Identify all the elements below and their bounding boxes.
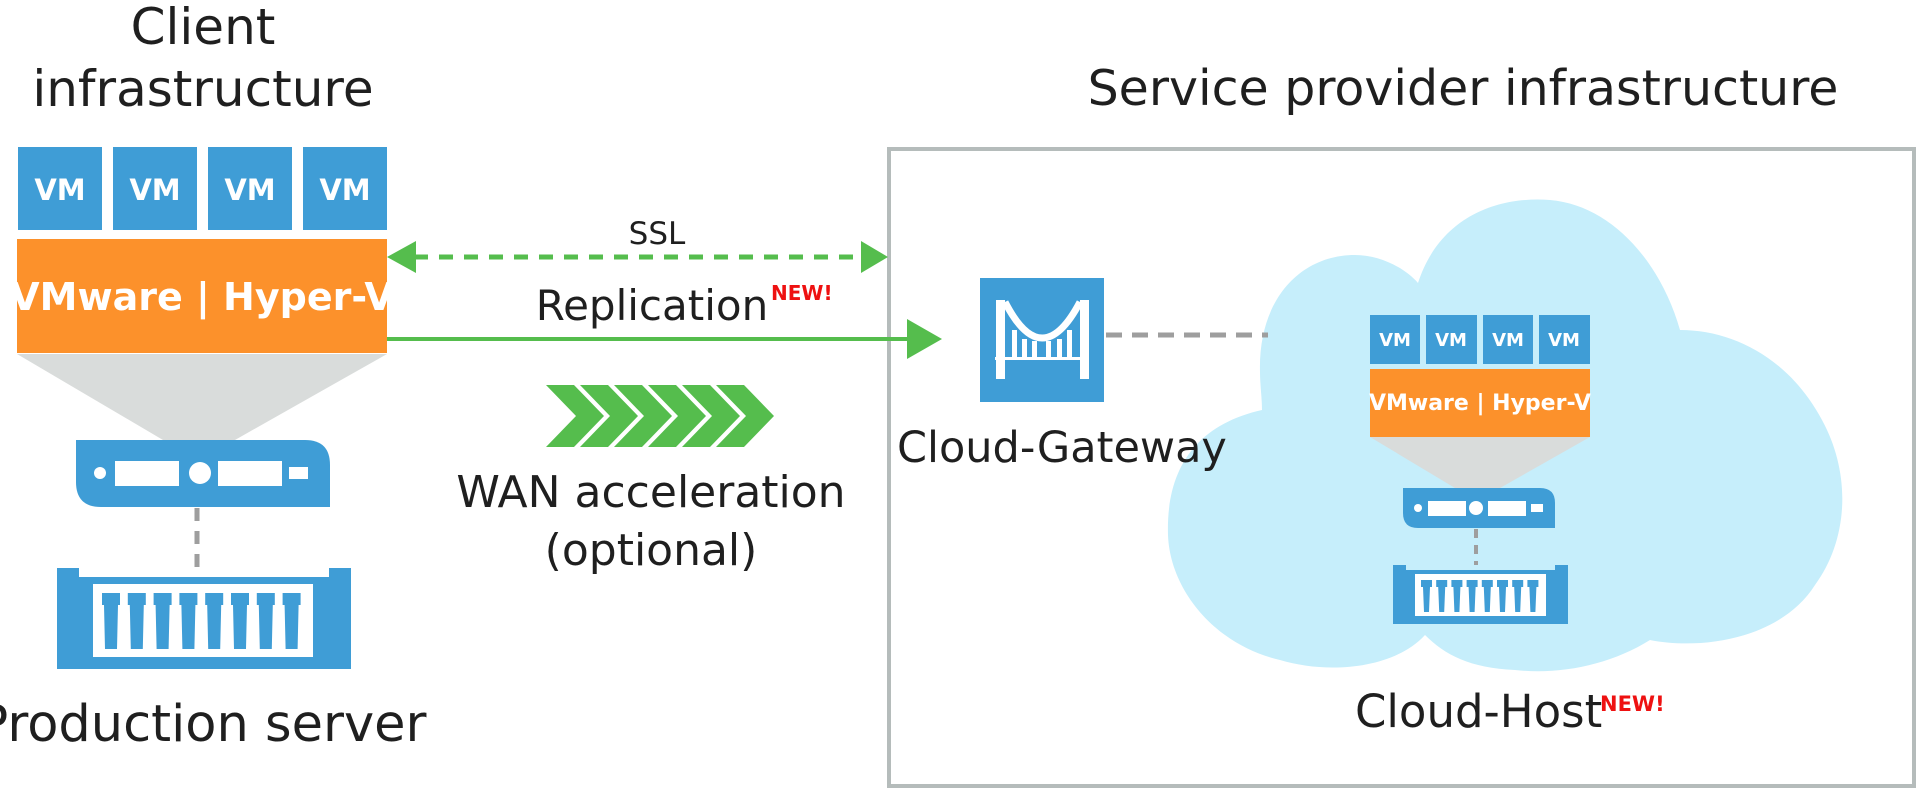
wan-chevron — [682, 385, 740, 447]
cloud-vm-1 — [1370, 315, 1420, 364]
client-vm-4-label: VM — [319, 173, 370, 207]
replication-arrowhead — [907, 319, 942, 359]
cloud-gateway-label: Cloud-Gateway — [897, 423, 1227, 473]
drive-bay — [256, 593, 275, 649]
drive-bay — [1436, 580, 1448, 612]
cloud-storage-icon — [1393, 565, 1568, 624]
production-server-label: Production server — [0, 695, 427, 754]
cloud-host-new-badge: NEW! — [1600, 692, 1665, 716]
ssl-arrowhead-right — [861, 241, 888, 273]
drive-bay — [1527, 580, 1539, 612]
provider-title: Service provider infrastructure — [1088, 60, 1839, 117]
client-title-line2: infrastructure — [32, 60, 373, 118]
cloud-vm-1-label: VM — [1379, 330, 1411, 351]
cloud-vm-4 — [1539, 315, 1590, 364]
cloud-gateway-icon — [980, 278, 1104, 402]
cloud-funnel — [1370, 437, 1590, 488]
wan-chevron — [648, 385, 706, 447]
cloud-vm-4-label: VM — [1548, 330, 1580, 351]
client-vm-3-label: VM — [224, 173, 275, 207]
drive-bay — [1497, 580, 1508, 612]
wan-chevron — [614, 385, 672, 447]
client-vm-1 — [18, 147, 102, 230]
cloud-hypervisor-bar — [1370, 369, 1590, 437]
cloud-host-label: Cloud-Host — [1355, 685, 1602, 738]
wan-label-line2: (optional) — [545, 525, 758, 576]
provider-box — [887, 147, 1916, 788]
drive-bay — [282, 593, 301, 649]
drive-bay — [1481, 580, 1493, 612]
ssl-arrowhead-left — [387, 241, 416, 273]
drive-bay — [1451, 580, 1463, 612]
drive-bay — [179, 593, 198, 649]
drive-bay — [231, 593, 249, 649]
cloud-vm-3 — [1483, 315, 1533, 364]
cloud-vm-2-label: VM — [1435, 330, 1467, 351]
drive-bay — [1466, 580, 1478, 612]
wan-chevron — [546, 385, 604, 447]
drive-bay — [102, 593, 120, 649]
client-vm-1-label: VM — [34, 173, 85, 207]
client-vm-2 — [113, 147, 197, 230]
client-vm-3 — [208, 147, 292, 230]
client-vm-row: VM VM VM VM — [18, 147, 387, 230]
replication-new-badge: NEW! — [771, 281, 833, 305]
wan-chevron — [716, 385, 774, 447]
drive-bay — [127, 593, 146, 649]
cloud-vm-2 — [1426, 315, 1477, 364]
wan-acceleration-icon — [546, 385, 774, 447]
client-vm-2-label: VM — [129, 173, 180, 207]
client-vm-4 — [303, 147, 387, 230]
cloud-drive-bays — [1421, 580, 1539, 612]
cloud-vm-row: VM VM VM VM — [1370, 315, 1590, 364]
client-funnel — [17, 354, 387, 440]
client-title-line1: Client — [131, 0, 276, 56]
replication-label: Replication — [536, 281, 768, 330]
client-server-icon — [76, 440, 330, 507]
drive-bay — [205, 593, 224, 649]
wan-chevron — [580, 385, 638, 447]
cloud-hypervisor-label: VMware | Hyper-V — [1369, 391, 1591, 416]
drive-bay — [1512, 580, 1524, 612]
cloud-vm-3-label: VM — [1492, 330, 1524, 351]
drive-bay — [153, 593, 172, 649]
client-storage-icon — [57, 568, 351, 669]
wan-label-line1: WAN acceleration — [456, 467, 845, 518]
client-drive-bays — [102, 593, 301, 649]
ssl-label: SSL — [629, 216, 686, 252]
drive-bay — [1421, 580, 1432, 612]
client-hypervisor-bar — [17, 239, 387, 353]
cloud-server-icon — [1403, 488, 1555, 528]
client-hypervisor-label: VMware | Hyper-V — [10, 275, 394, 320]
